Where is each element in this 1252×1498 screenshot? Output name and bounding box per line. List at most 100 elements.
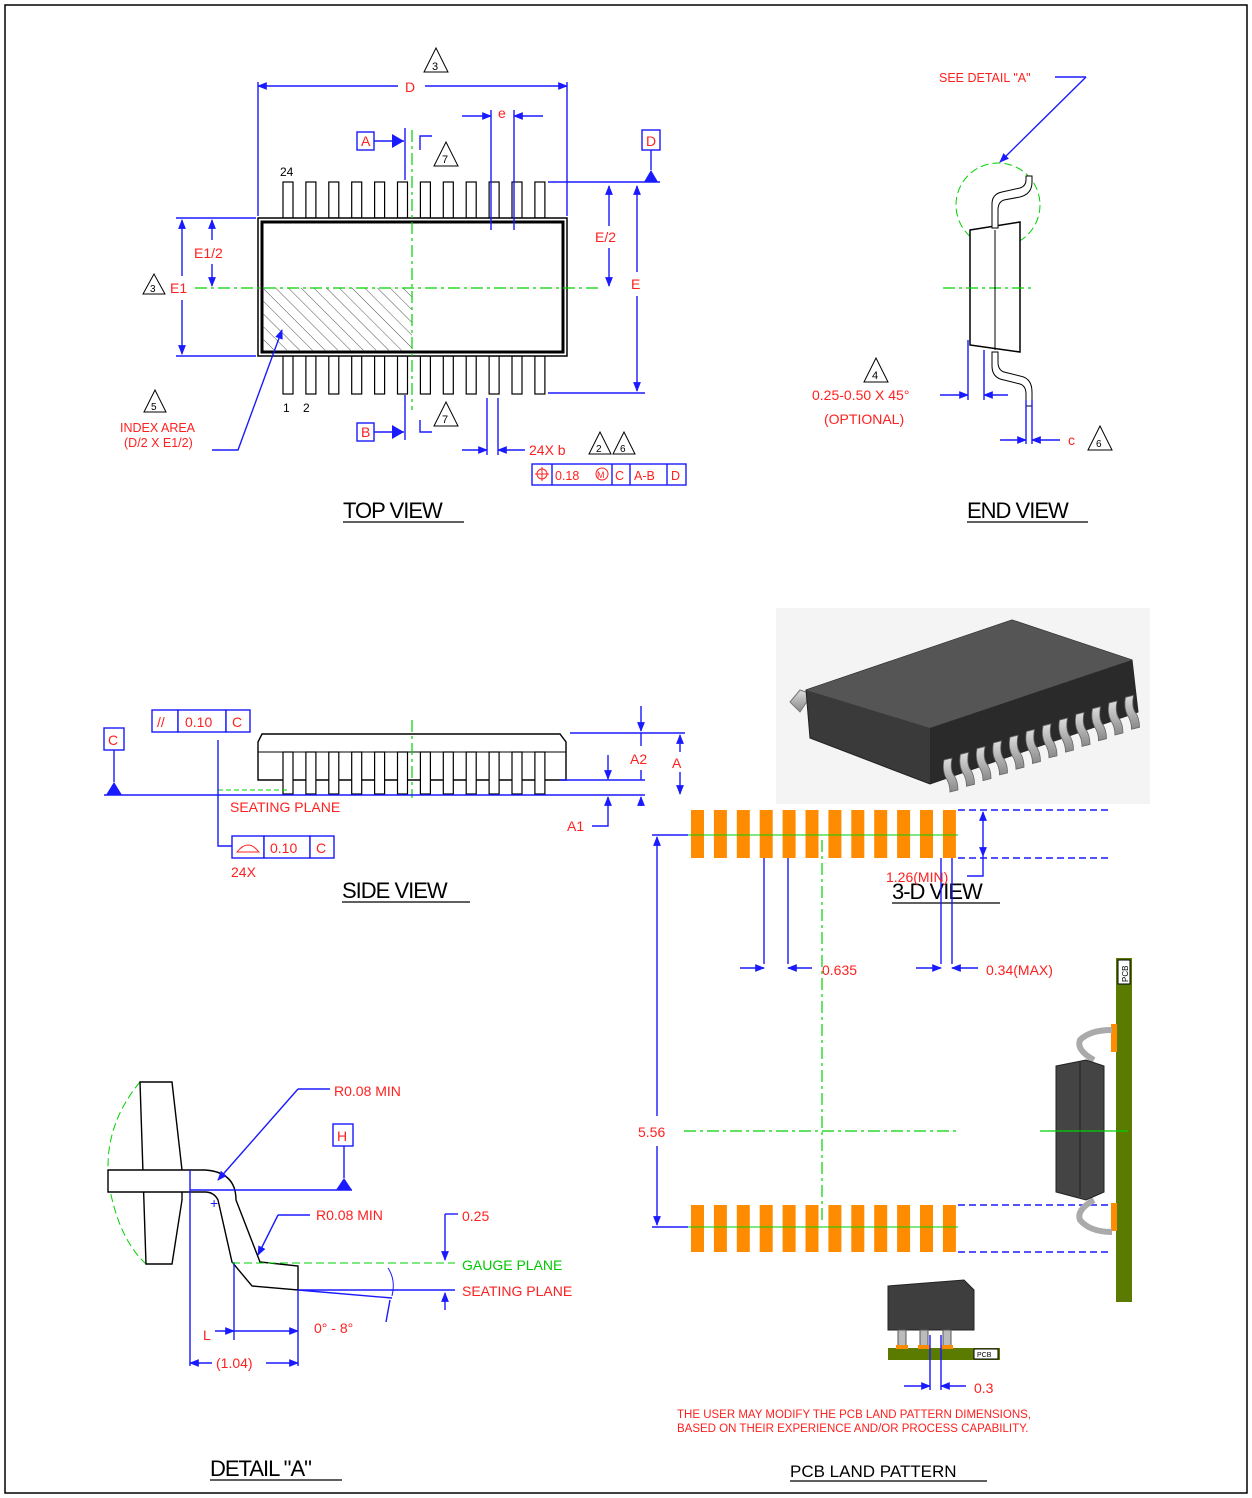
bottom-lead [282,355,294,395]
dim-E: E [631,276,640,292]
note-3-flag-e1: 3 [150,284,156,295]
bottom-lead [396,355,409,395]
note-4-flag: 4 [872,370,878,382]
dim-24x-b: 24X b [529,442,566,458]
pcb-side-label: PCB [1121,966,1130,982]
land-pad-top [805,810,819,858]
side-lead [282,751,294,795]
side-lead [488,751,500,795]
three-d-lead [1124,694,1140,730]
top-lead [328,181,340,219]
seating-plane-label: SEATING PLANE [230,799,340,815]
pcb-view-title: PCB LAND PATTERN [790,1462,957,1481]
top-view: D 3 e A 7 D E/2 E [120,46,687,523]
bottom-lead [511,355,523,395]
note-3-flag: 3 [432,61,438,73]
svg-text:+: + [210,1195,218,1211]
side-lead [419,751,431,795]
dim-A1: A1 [567,818,584,834]
gauge-plane-label: GAUGE PLANE [462,1257,562,1273]
land-pad-bottom [942,1205,956,1252]
coplanarity-tol: 0.10 [270,840,297,856]
angle-dim: 0° - 8° [314,1320,353,1336]
land-pad-bottom [851,1205,865,1252]
coplanarity-datum: C [316,840,326,856]
pin-2-label: 2 [303,401,310,415]
land-pad-top [851,810,865,858]
fcf-tolerance: 0.18 [555,469,579,483]
three-d-lead [1058,717,1074,753]
datum-B: B [361,424,370,440]
top-lead [351,181,363,219]
pad-row-bottom [691,1205,956,1252]
bottom-lead [374,355,386,395]
three-d-lead [1074,711,1091,747]
three-d-lead [992,740,1008,776]
detail-radius-1: R0.08 MIN [334,1083,401,1099]
side-lead [396,751,409,795]
note-6-flag-end: 6 [1096,439,1102,450]
land-pad-bottom [874,1205,888,1252]
chamfer-optional: (OPTIONAL) [824,411,904,427]
note-2-flag: 2 [596,444,602,455]
bottom-lead [488,355,500,395]
land-pad-bottom [782,1205,796,1252]
dim-E2: E/2 [595,229,616,245]
end-view-title: END VIEW [967,498,1069,523]
land-pad-bottom [897,1205,911,1252]
datum-H: H [337,1128,347,1144]
side-lead [305,751,317,795]
three-d-lead [975,746,992,782]
gauge-dim: 0.25 [462,1208,489,1224]
detail-radius-2: R0.08 MIN [316,1207,383,1223]
fcf-datum-d: D [671,469,680,483]
end-view: SEE DETAIL "A" 4 0.25-0.50 X 45° (OPTION… [812,71,1113,523]
land-pad-bottom [759,1205,773,1252]
pad-span: 5.56 [638,1124,665,1140]
detail-a-view: R0.08 MIN + R0.08 MIN H 0.25 GAUGE PLANE… [107,1081,572,1481]
land-pad-top [736,810,750,858]
three-d-lead [1025,728,1041,765]
see-detail-label: SEE DETAIL "A" [939,71,1031,85]
land-pad-bottom [920,1205,933,1252]
three-d-view: 3-D VIEW [776,608,1150,904]
datum-C: C [108,732,118,748]
dim-A: A [672,755,682,771]
coplanarity-count: 24X [231,864,257,880]
fcf-datum-c: C [615,469,624,483]
index-area-label: INDEX AREA [120,421,196,435]
top-lead [374,181,386,219]
side-lead [328,751,340,795]
detail-view-title: DETAIL "A" [210,1456,311,1481]
land-pad-bottom [736,1205,750,1252]
dim-E1-half: E1/2 [194,245,223,261]
parallelism-tol: 0.10 [185,714,212,730]
dim-e: e [498,105,506,121]
pin-1-label: 1 [283,401,290,415]
three-d-lead [1041,723,1058,759]
pcb-front-label: PCB [977,1352,992,1359]
pad-pitch: 0.635 [822,962,857,978]
three-d-lead [1008,734,1025,770]
position-tolerance-frame: 0.18 M C A-B D [531,463,687,486]
top-leads-lower [282,355,546,395]
land-pad-top [897,810,911,858]
top-leads-upper [282,181,546,219]
land-pad-top [920,810,933,858]
detail-seating-plane: SEATING PLANE [462,1283,572,1299]
note-6-flag: 6 [620,444,626,455]
top-view-title: TOP VIEW [343,498,443,523]
land-pad-top [874,810,888,858]
bottom-lead [534,355,546,395]
note-7-flag-bottom: 7 [442,414,448,426]
three-d-lead [959,751,975,787]
three-d-view-title: 3-D VIEW [892,879,983,904]
top-lead [534,181,546,219]
land-pad-top [713,810,727,858]
fcf-datum-ab: A-B [634,469,655,483]
pcb-board-side [1116,958,1132,1302]
side-view: // 0.10 C C SEATING PLANE 0.10 C 24X A2 … [103,706,685,903]
parallelism-symbol: // [157,714,165,730]
three-d-lead [942,757,959,793]
